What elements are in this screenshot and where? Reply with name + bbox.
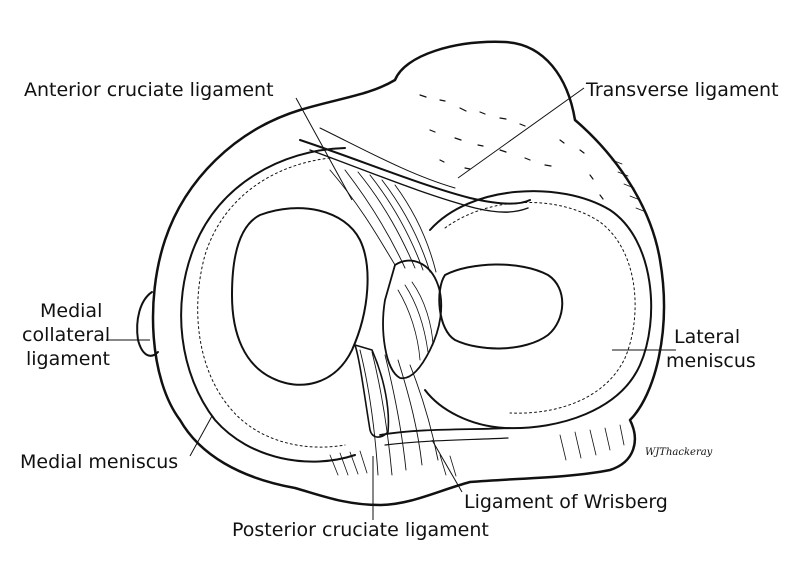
transverse-leader: [457, 87, 585, 179]
pcl-fibres: [359, 349, 439, 476]
label-medial-collateral-ligament: Medial collateral ligament: [22, 299, 110, 371]
label-ligament-of-wrisberg: Ligament of Wrisberg: [464, 491, 668, 513]
medial-meniscus-leader: [189, 415, 213, 457]
label-medial-collateral-line2: collateral: [22, 324, 111, 346]
posterior-hatching: [329, 424, 625, 477]
label-lateral-meniscus-line1: Lateral: [674, 326, 741, 348]
label-anterior-cruciate-ligament: Anterior cruciate ligament: [24, 79, 274, 101]
label-lateral-meniscus-line2: meniscus: [666, 350, 756, 372]
medial-condyle-surface: [231, 207, 369, 386]
tibial-plateau-outline: [151, 40, 666, 507]
acl-leader: [295, 97, 353, 201]
label-medial-collateral-line3: ligament: [26, 348, 110, 370]
label-transverse-ligament: Transverse ligament: [586, 79, 779, 101]
intercondylar-stipple: [419, 94, 604, 200]
wrisberg-leader: [431, 439, 463, 493]
label-medial-meniscus: Medial meniscus: [20, 451, 179, 473]
pcl-stump: [354, 344, 390, 438]
acl-fibres: [329, 169, 437, 273]
lateral-meniscus-rim: [424, 190, 653, 430]
wrisberg-shape: [379, 427, 511, 436]
medial-meniscus-rim: [180, 147, 356, 463]
label-lateral-meniscus: Lateral meniscus: [666, 325, 756, 373]
label-medial-collateral-line1: Medial: [40, 300, 103, 322]
transverse-ligament-shape: [299, 139, 531, 205]
artist-signature: WJThackeray: [645, 447, 713, 458]
central-ligament-mass: [382, 259, 443, 380]
label-posterior-cruciate-ligament: Posterior cruciate ligament: [232, 519, 489, 541]
lateral-condyle-surface: [438, 263, 564, 350]
